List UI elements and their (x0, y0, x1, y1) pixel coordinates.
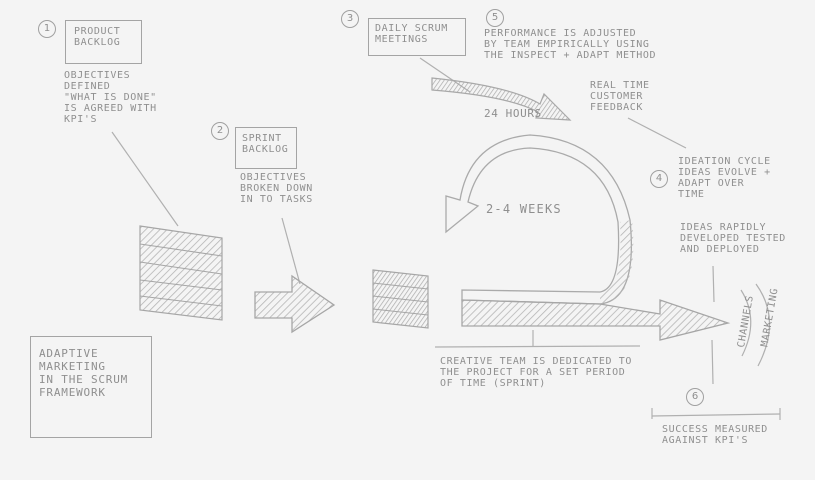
hours-label: 24 HOURS (484, 108, 542, 119)
sprint-backlog-stack-icon (373, 270, 428, 328)
product-backlog-label: PRODUCT BACKLOG (74, 26, 120, 48)
ideas-rapidly-text: IDEAS RAPIDLY DEVELOPED TESTED AND DEPLO… (680, 222, 786, 255)
step-number-1: 1 (38, 20, 56, 38)
daily-scrum-box: DAILY SCRUM MEETINGS (368, 18, 466, 56)
step-number-6: 6 (686, 388, 704, 406)
realtime-feedback-text: REAL TIME CUSTOMER FEEDBACK (590, 80, 650, 113)
title-box: ADAPTIVE MARKETING IN THE SCRUM FRAMEWOR… (30, 336, 152, 438)
step-number-2: 2 (211, 122, 229, 140)
sprint-backlog-description: OBJECTIVES BROKEN DOWN IN TO TASKS (240, 172, 313, 205)
product-backlog-description: OBJECTIVES DEFINED "WHAT IS DONE" IS AGR… (64, 70, 157, 125)
step-number-3: 3 (341, 10, 359, 28)
arrow-to-sprint-icon (255, 276, 334, 332)
sprint-backlog-label: SPRINT BACKLOG (242, 133, 288, 155)
creative-team-text: CREATIVE TEAM IS DEDICATED TO THE PROJEC… (440, 356, 632, 389)
product-backlog-stack-icon (140, 226, 222, 320)
daily-scrum-label: DAILY SCRUM MEETINGS (375, 23, 448, 45)
diagram-title: ADAPTIVE MARKETING IN THE SCRUM FRAMEWOR… (39, 347, 128, 399)
product-backlog-box: PRODUCT BACKLOG (65, 20, 142, 64)
weeks-label: 2-4 WEEKS (486, 204, 562, 215)
step-number-5: 5 (486, 9, 504, 27)
sprint-output-arrow-icon (462, 300, 728, 340)
success-text: SUCCESS MEASURED AGAINST KPI'S (662, 424, 768, 446)
performance-text: PERFORMANCE IS ADJUSTED BY TEAM EMPIRICA… (484, 28, 656, 61)
sprint-loop-arrow-icon (446, 135, 631, 304)
sprint-backlog-box: SPRINT BACKLOG (235, 127, 297, 169)
step-number-4: 4 (650, 170, 668, 188)
ideation-text: IDEATION CYCLE IDEAS EVOLVE + ADAPT OVER… (678, 156, 771, 200)
